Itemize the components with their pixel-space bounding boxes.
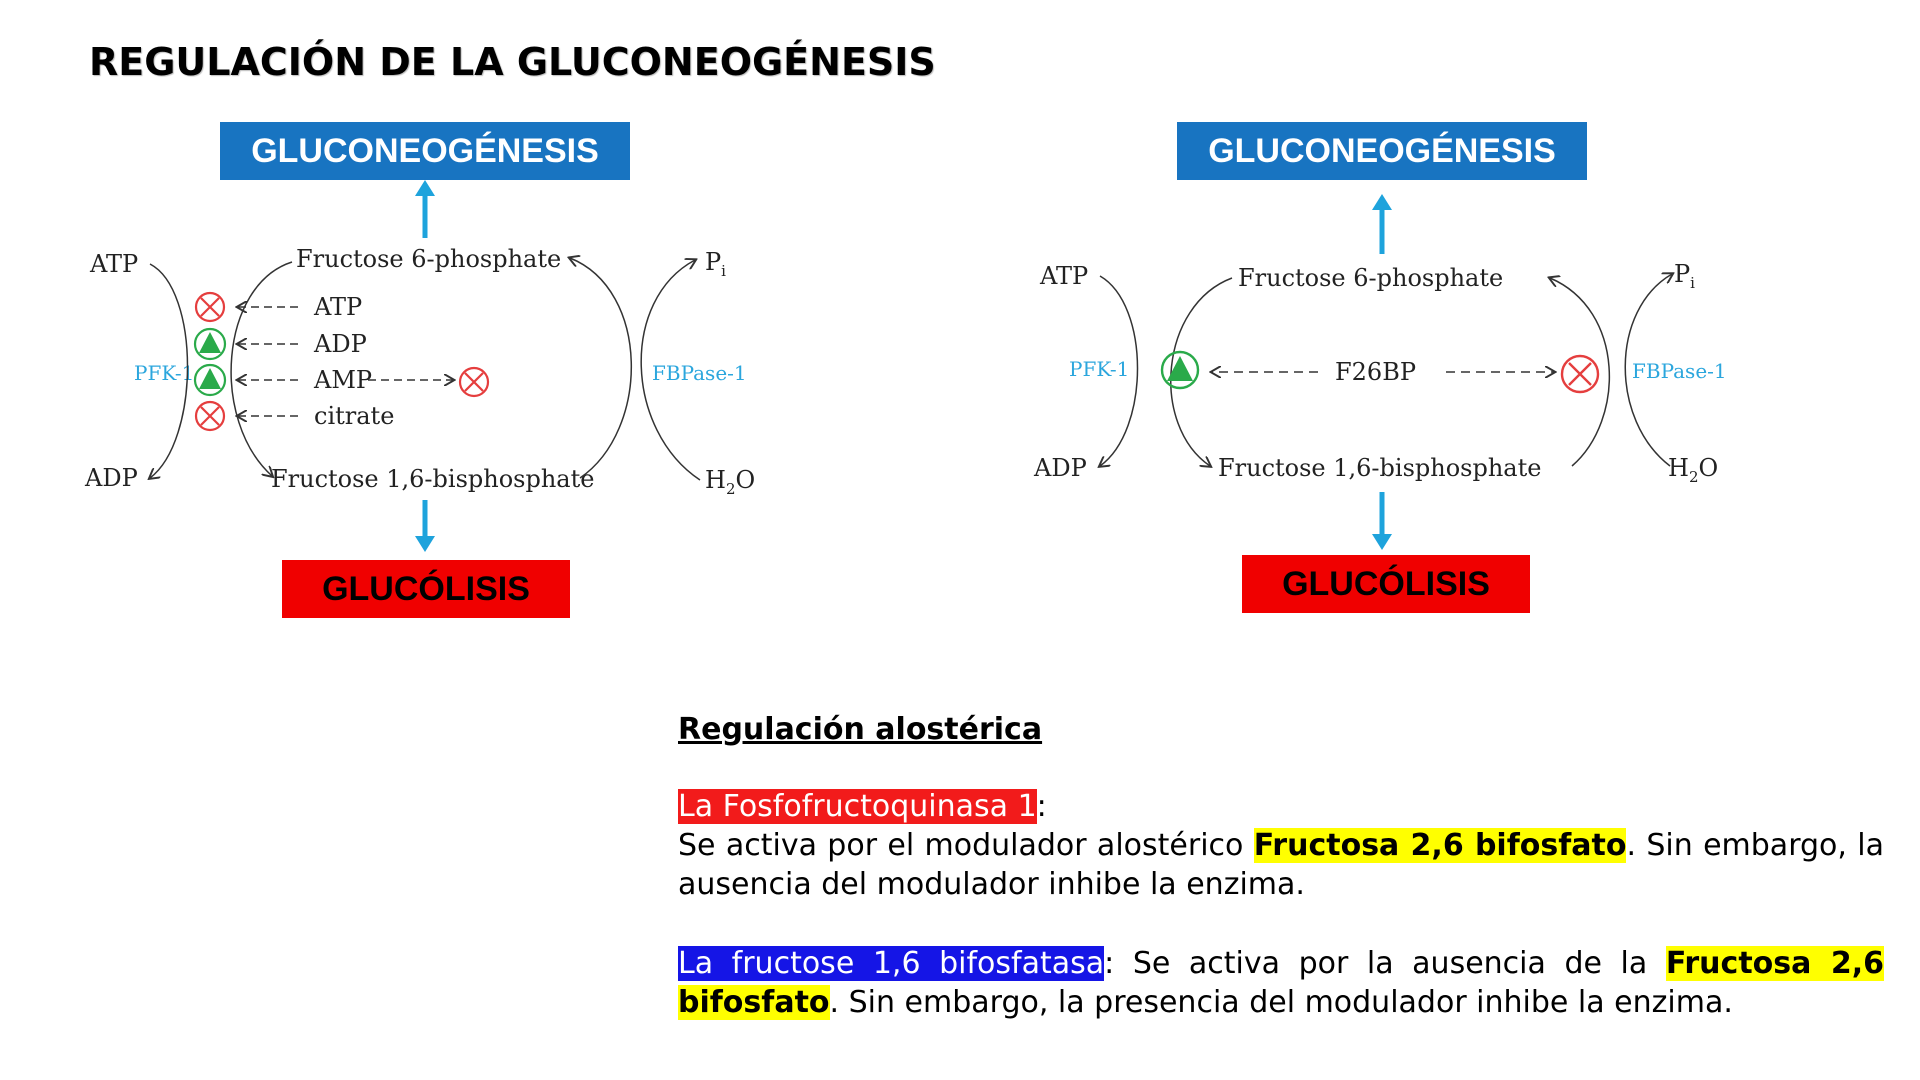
effector-row-adp: ADP [193,327,367,361]
activator-icon [1160,350,1200,390]
section-subheading: Regulación alostérica [678,712,1043,747]
effector-row-citrate: citrate [194,400,394,432]
h2o-input-label: H2O [705,466,755,498]
explanation-text: Regulación alostérica La Fosfofructoquin… [678,710,1884,1022]
diagram-right-svg: Fructose 6-phosphate Fructose 1,6-bispho… [1033,194,1727,550]
effector-row-amp: AMP [193,363,490,398]
gluconeogenesis-box-left: GLUCONEOGÉNESIS [220,122,630,180]
fructose-6-phosphate-label: Fructose 6-phosphate [1238,264,1503,292]
pfk1-enzyme-label: PFK-1 [1069,357,1129,381]
h2o-input-label: H2O [1668,454,1718,486]
down-arrow-icon [1372,492,1392,550]
pi-output-label: Pi [1674,260,1695,292]
inhibitor-icon [1560,354,1600,394]
inhibitor-icon [194,400,226,432]
fbpase-name-highlight: La fructose 1,6 bifosfatasa [678,946,1105,981]
up-arrow-icon [415,180,435,238]
atp-input-label: ATP [89,250,138,278]
inhibitor-icon [458,366,490,398]
inhibitor-icon [194,291,226,323]
diagram-left: GLUCONEOGÉNESIS GLUCÓLISIS Fructose 6-ph… [60,100,800,640]
pfk-heading: La Fosfofructoquinasa 1: [678,789,1047,824]
effector-row-atp: ATP [194,291,362,323]
activator-icon [193,363,227,397]
effector-row-f26bp: F26BP [1160,350,1600,394]
diagram-left-svg: Fructose 6-phosphate Fructose 1,6-bispho… [84,180,755,552]
activator-icon [193,327,227,361]
adp-output-label: ADP [1033,454,1087,482]
fbpase1-enzyme-label: FBPase-1 [1632,359,1727,383]
effector-adp-label: ADP [313,330,367,358]
fructose-16-bisphosphate-label: Fructose 1,6-bisphosphate [271,465,594,493]
fbpase1-enzyme-label: FBPase-1 [652,361,747,385]
fbpase-paragraph: La fructose 1,6 bifosfatasa: Se activa p… [678,946,1884,1020]
fructose-16-bisphosphate-label: Fructose 1,6-bisphosphate [1218,454,1541,482]
page-title: REGULACIÓN DE LA GLUCONEOGÉNESIS [89,40,936,84]
diagram-right: GLUCONEOGÉNESIS GLUCÓLISIS Fructose 6-ph… [1010,100,1750,640]
glycolysis-box-right: GLUCÓLISIS [1242,555,1530,613]
pfk-name-highlight: La Fosfofructoquinasa 1 [678,789,1037,824]
up-arrow-icon [1372,194,1392,254]
effector-amp-label: AMP [313,366,372,394]
pi-output-label: Pi [705,248,726,280]
effector-citrate-label: citrate [314,402,394,430]
pfk1-enzyme-label: PFK-1 [134,361,194,385]
gluconeogenesis-box-right: GLUCONEOGÉNESIS [1177,122,1587,180]
atp-input-label: ATP [1039,262,1088,290]
adp-output-label: ADP [84,464,138,492]
down-arrow-icon [415,500,435,552]
glycolysis-box-left: GLUCÓLISIS [282,560,570,618]
fructose-6-phosphate-label: Fructose 6-phosphate [296,245,561,273]
effector-atp-label: ATP [313,293,362,321]
pfk-paragraph: Se activa por el modulador alostérico Fr… [678,828,1884,902]
modulator-highlight: Fructosa 2,6 bifosfato [1253,828,1627,863]
effector-f26bp-label: F26BP [1335,358,1416,386]
